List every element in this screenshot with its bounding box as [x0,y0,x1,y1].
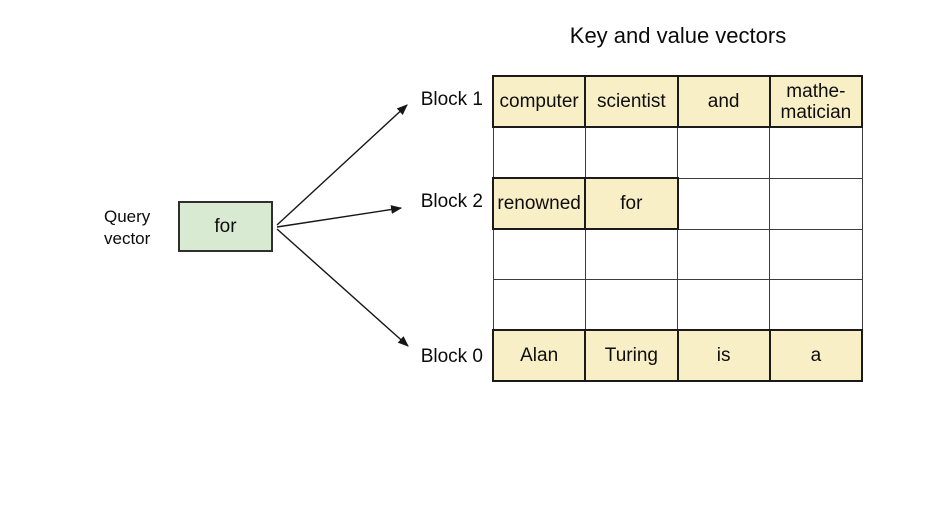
query-token-text: for [214,215,237,237]
block-label-2: Block 2 [420,191,483,212]
empty-cell [584,126,679,179]
token-cell: a [768,329,864,382]
query-label-line2: vector [104,229,151,248]
empty-cell [676,177,771,230]
block-label-1: Block 1 [420,89,483,110]
empty-cell [676,228,771,280]
table-row [492,228,863,280]
table-row [492,126,863,179]
table-row [492,279,863,331]
empty-cell [492,279,586,331]
arrow-to-block-0 [276,228,409,347]
empty-cell [769,126,863,179]
empty-cell [676,279,771,331]
query-vector-box: for [178,201,273,252]
token-cell: and [676,75,771,128]
token-cell: mathe- matician [768,75,864,128]
arrow-to-block-1 [276,104,408,226]
query-label-line1: Query [104,207,151,226]
block-label-0: Block 0 [420,346,483,367]
empty-cell [584,279,679,331]
diagram-title: Key and value vectors [569,23,787,48]
query-vector-label: Query vector [104,206,150,250]
token-cell: computer [491,75,587,128]
token-cell: Turing [584,329,679,382]
empty-cell [492,228,586,280]
token-cell: is [676,329,771,382]
token-cell: scientist [584,75,679,128]
arrow-to-block-2 [276,205,403,228]
token-cell: Alan [491,329,587,382]
token-cell: for [584,177,679,230]
empty-cell [676,126,771,179]
empty-cell [769,177,863,230]
empty-cell [769,279,863,331]
empty-cell [492,126,586,179]
token-cell: renowned [491,177,587,230]
empty-cell [584,228,679,280]
empty-cell [769,228,863,280]
